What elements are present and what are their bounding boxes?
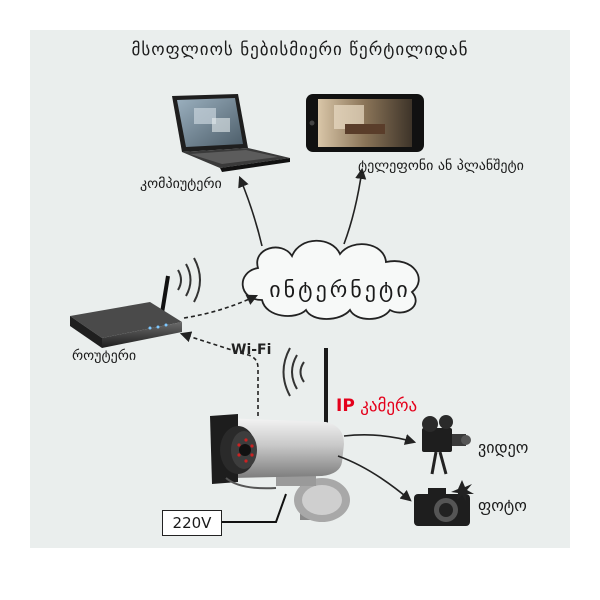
router-label: როუტერი: [72, 348, 137, 364]
connection-arrows: [238, 167, 417, 502]
router-icon: [70, 275, 182, 348]
ip-camera-icon: [210, 348, 350, 522]
voltage-label: 220V: [162, 510, 222, 536]
photo-camera-icon: [414, 480, 474, 526]
arrow-camera-to-photo: [337, 455, 412, 502]
phone-label: ტელეფონი ან პლანშეტი: [358, 158, 524, 174]
ip-prefix: IP: [336, 396, 355, 416]
arrow-internet-to-phone: [343, 167, 367, 245]
wireless-links: [179, 294, 259, 416]
video-camera-icon: [422, 415, 471, 475]
wifi-label: Wi-Fi: [231, 342, 272, 358]
internet-cloud-icon: [241, 239, 420, 320]
arrow-internet-to-computer: [238, 175, 263, 247]
laptop-icon: [172, 94, 290, 172]
power-cable: [220, 493, 287, 523]
diagram-title: მსოფლიოს ნებისმიერი წერტილიდან: [131, 40, 469, 60]
camera-wifi-waves-icon: [282, 347, 305, 397]
video-label: ვიდეო: [478, 438, 529, 457]
dashed-router-to-internet: [183, 294, 259, 319]
arrow-camera-to-video: [343, 434, 417, 445]
camera-word: კამერა: [360, 396, 418, 416]
phone-icon: [306, 94, 424, 152]
router-wifi-waves-icon: [177, 257, 201, 303]
internet-label: ინტერნეტი: [269, 278, 411, 303]
ip-camera-label: IP კამერა: [336, 396, 417, 416]
dashed-camera-to-router: [179, 331, 259, 416]
computer-label: კომპიუტერი: [140, 176, 222, 192]
photo-label: ფოტო: [478, 496, 527, 515]
